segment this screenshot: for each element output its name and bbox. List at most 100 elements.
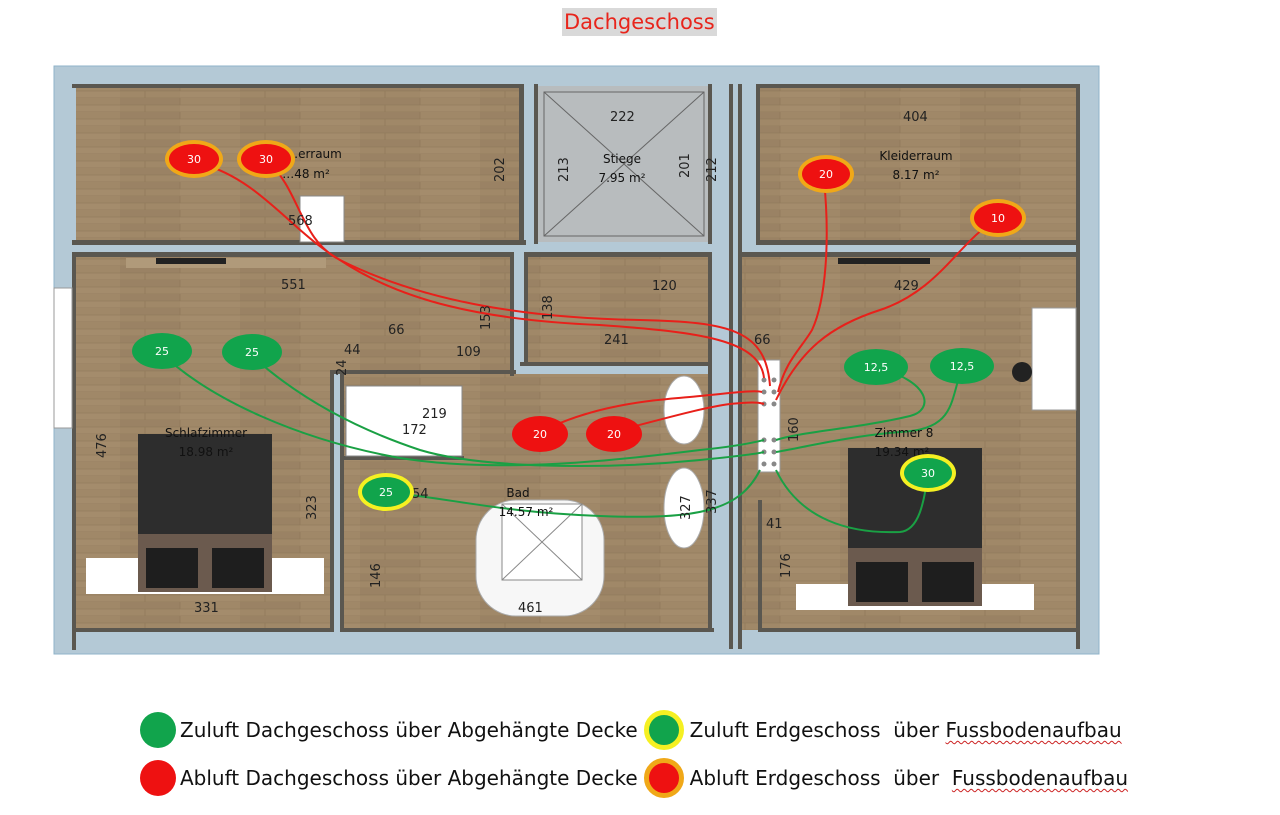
- dim: 241: [604, 333, 629, 348]
- dim: 66: [388, 323, 405, 338]
- legend-abluft-dg-text: Abluft Dachgeschoss über Abgehängte Deck…: [180, 766, 638, 790]
- marker-abluft-eg: 20: [798, 155, 854, 193]
- legend-row-abluft: Abluft Dachgeschoss über Abgehängte Deck…: [140, 758, 1128, 798]
- dim: 160: [787, 417, 802, 442]
- duct-zu-eg-2: [775, 469, 929, 534]
- dim: 153: [479, 305, 494, 330]
- marker-label: 20: [533, 428, 547, 441]
- room-area-bad: 14.57 m²: [499, 505, 554, 519]
- marker-abluft-eg: 30: [165, 140, 223, 178]
- zuluft-ducts: [159, 351, 963, 534]
- dim: 323: [305, 495, 320, 520]
- room-name-kleiderraum: Kleiderraum: [879, 149, 952, 163]
- marker-label: 25: [155, 345, 169, 358]
- room-area-stiege: 7.95 m²: [598, 171, 645, 185]
- marker-abluft-eg: 10: [970, 199, 1026, 237]
- room-area-kleiderraum: 8.17 m²: [892, 168, 939, 182]
- duct-ab-eg-1: [201, 163, 765, 379]
- dim: 66: [754, 333, 771, 348]
- legend-row-zuluft: Zuluft Dachgeschoss über Abgehängte Deck…: [140, 710, 1122, 750]
- room-name-abstellraum: …erraum: [286, 147, 342, 161]
- room-name-schlafzimmer: Schlafzimmer: [165, 426, 247, 440]
- dim: 109: [456, 345, 481, 360]
- marker-zuluft-eg: 25: [358, 473, 414, 511]
- marker-label: 20: [819, 168, 833, 181]
- page-title: Dachgeschoss: [562, 8, 717, 36]
- dim: 222: [610, 110, 635, 125]
- dim: 202: [493, 157, 508, 182]
- dim: 212: [705, 157, 720, 182]
- duct-ab-eg-4: [775, 219, 997, 401]
- dim: 568: [288, 214, 313, 229]
- dim: 54: [412, 487, 429, 502]
- dim: 476: [95, 433, 110, 458]
- duct-zu-dg-2: [249, 353, 765, 467]
- room-labels: …erraum …48 m² Stiege 7.95 m² Kleiderrau…: [165, 147, 953, 519]
- room-area-zimmer8: 19.34 m²: [875, 445, 930, 459]
- duct-zu-eg-1: [385, 469, 761, 518]
- marker-label: 12,5: [864, 361, 889, 374]
- dim: 41: [766, 517, 783, 532]
- marker-abluft-dg: 20: [512, 416, 568, 452]
- room-name-stiege: Stiege: [603, 152, 641, 166]
- dim: 44: [344, 343, 361, 358]
- duct-ab-eg-3: [777, 179, 828, 393]
- dimension-labels: 202 222 213 201 212 404 568 551 153 138 …: [95, 110, 928, 616]
- marker-label: 30: [921, 467, 935, 480]
- distributor: [757, 359, 781, 473]
- dim: 551: [281, 278, 306, 293]
- zuluft-dg-legend-icon: [140, 712, 176, 748]
- legend-zuluft-eg-text: Zuluft Erdgeschoss über: [689, 718, 946, 742]
- room-area-schlafzimmer: 18.98 m²: [179, 445, 234, 459]
- fixtures: [53, 195, 1077, 617]
- room-area-abstellraum: …48 m²: [282, 167, 330, 181]
- stair: [543, 91, 705, 237]
- duct-zu-dg-3: [775, 367, 926, 441]
- abluft-eg-legend-icon: [643, 758, 684, 798]
- dim: 24: [335, 359, 350, 376]
- dim: 404: [903, 110, 928, 125]
- abluft-ducts: [201, 161, 997, 433]
- dim: 146: [369, 563, 384, 588]
- duct-ab-eg-2: [267, 161, 771, 387]
- dim: 331: [194, 601, 219, 616]
- marker-label: 10: [991, 212, 1005, 225]
- dim: 219: [422, 407, 447, 422]
- legend-abluft-eg-text: Abluft Erdgeschoss über: [689, 766, 952, 790]
- marker-label: 20: [607, 428, 621, 441]
- legend-abluft-eg-fussbodenaufbau: Fussbodenaufbau: [951, 766, 1129, 790]
- marker-label: 25: [245, 346, 259, 359]
- duct-ab-dg-2: [611, 401, 765, 433]
- marker-abluft-eg: 30: [237, 140, 295, 178]
- dim: 120: [652, 279, 677, 294]
- marker-zuluft-dg: 12,5: [844, 349, 908, 385]
- dim: 327: [679, 495, 694, 520]
- marker-label: 12,5: [950, 360, 975, 373]
- marker-zuluft-eg: 30: [900, 454, 956, 492]
- marker-label: 25: [379, 486, 393, 499]
- marker-abluft-dg: 20: [586, 416, 642, 452]
- dim: 213: [557, 157, 572, 182]
- legend-zuluft-dg-text: Zuluft Dachgeschoss über Abgehängte Deck…: [180, 718, 638, 742]
- dim: 429: [894, 279, 919, 294]
- marker-label: 30: [187, 153, 201, 166]
- marker-zuluft-dg: 25: [132, 333, 192, 369]
- dim: 461: [518, 601, 543, 616]
- walls: [72, 84, 1080, 650]
- dim: 201: [678, 153, 693, 178]
- duct-zu-dg-4: [775, 367, 963, 453]
- marker-zuluft-dg: 25: [222, 334, 282, 370]
- room-name-zimmer8: Zimmer 8: [875, 426, 934, 440]
- room-name-bad: Bad: [506, 486, 529, 500]
- duct-ab-dg-1: [539, 390, 763, 433]
- marker-label: 30: [259, 153, 273, 166]
- dim: 337: [705, 489, 720, 514]
- legend-zuluft-eg-fussbodenaufbau: Fussbodenaufbau: [945, 718, 1122, 742]
- vent-markers: 30 30 20 10 25 25 12,5 12,5: [132, 140, 1026, 511]
- dim: 172: [402, 423, 427, 438]
- abluft-dg-legend-icon: [140, 760, 176, 796]
- dim: 138: [541, 295, 556, 320]
- dim: 176: [779, 553, 794, 578]
- duct-zu-dg-1: [159, 351, 765, 467]
